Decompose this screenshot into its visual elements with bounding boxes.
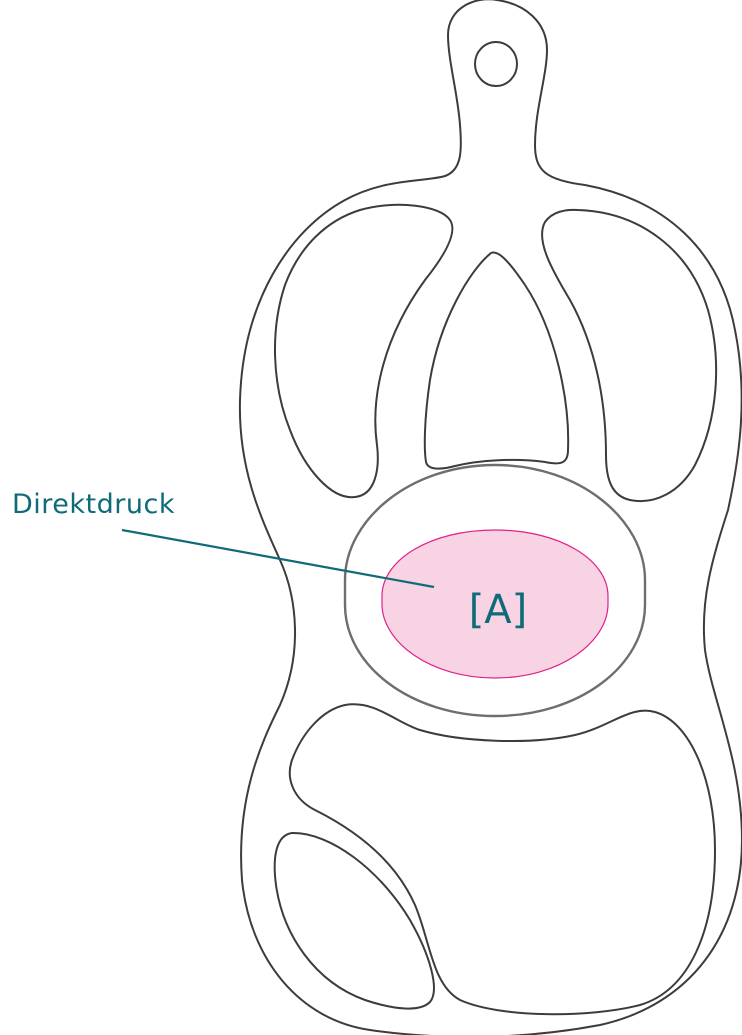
callout-leader-line bbox=[122, 530, 434, 587]
cutout-lower-main bbox=[290, 704, 715, 1014]
imprint-area-code: [A] bbox=[469, 587, 528, 633]
cutout-upper-center bbox=[425, 252, 568, 468]
callout-label: Direktdruck bbox=[12, 489, 175, 520]
cutout-upper-right bbox=[542, 210, 716, 501]
cutout-lower-left bbox=[275, 833, 434, 1009]
hang-hole bbox=[475, 42, 517, 86]
product-outer-outline bbox=[240, 0, 742, 1035]
